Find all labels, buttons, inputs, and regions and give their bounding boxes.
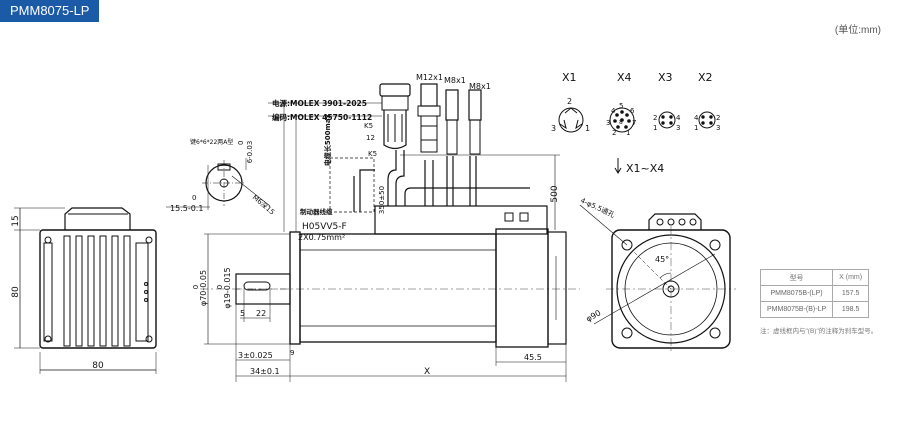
spec-encoder: 编码:MOLEX 45750-1112 <box>272 112 372 122</box>
brake-cable-label: 制动器线缆 <box>300 207 333 216</box>
pcd-label: φ90 <box>585 308 603 324</box>
x2-label: X2 <box>698 71 713 84</box>
table-cell-x: 157.5 <box>832 285 870 302</box>
dim-350: 350±50 <box>378 186 386 214</box>
cable-length-label: 电缆长500max <box>323 113 332 166</box>
table-row: PMM8075B-(LP) 157.5 <box>759 285 870 302</box>
dim-k5-b: K5 <box>368 150 377 158</box>
dim-flange-dia-zero: 0 <box>192 285 200 289</box>
dim-12: 12 <box>366 134 375 142</box>
bolt-hole-label: 4-φ5.5通孔 <box>579 196 616 220</box>
x2-pin-2: 2 <box>716 114 720 122</box>
conn-m8a-label: M8x1 <box>444 76 466 85</box>
cable-type-1: H05VV5-F <box>302 222 347 232</box>
x4-pin-3: 3 <box>606 119 610 127</box>
x2-pin-1: 1 <box>694 124 698 132</box>
x1-pin-3: 1 <box>585 124 590 133</box>
x3-pin-2: 2 <box>653 114 657 122</box>
x4-pin-8: 8 <box>619 119 623 126</box>
spec-power: 电源:MOLEX 3901-2025 <box>272 98 367 108</box>
shaft-section <box>166 158 271 210</box>
dim-rear-top: 15 <box>11 215 21 226</box>
x3-pin-3: 3 <box>676 124 680 132</box>
table-header-x: X (mm) <box>832 269 870 286</box>
dim-key-height: 15.5-0.1 <box>170 204 203 213</box>
dim-34: 34±0.1 <box>250 367 280 376</box>
dim-x: X <box>424 367 430 377</box>
dim-rear-height: 80 <box>11 286 21 298</box>
x4-pin-6: 6 <box>630 107 635 115</box>
table-cell-x: 198.5 <box>832 301 870 318</box>
thread-label: M6深15 <box>251 193 277 217</box>
dim-rear-width: 80 <box>92 361 104 371</box>
x3-label: X3 <box>658 71 673 84</box>
table-cell-model: PMM8075B-(B)-LP <box>759 301 834 318</box>
x4-pin-5: 5 <box>619 102 623 110</box>
connector-pinouts <box>558 107 716 174</box>
dim-key-zero: 0 <box>237 141 245 145</box>
dim-5: 5 <box>240 309 245 318</box>
x4-pin-7: 7 <box>632 119 636 127</box>
side-view <box>200 83 580 382</box>
x2-pin-4: 4 <box>694 114 699 122</box>
spec-note: 注：虚线框内与"(B)"的注释为刹车型号。 <box>760 328 878 335</box>
product-title: PMM8075-LP <box>0 0 100 22</box>
x4-pin-2: 2 <box>612 129 616 137</box>
table-cell-model: PMM8075B-(LP) <box>759 285 834 302</box>
unit-label: (单位:mm) <box>834 25 881 36</box>
dim-key-height-zero: 0 <box>192 194 196 202</box>
dim-k5-a: K5 <box>364 122 373 130</box>
conn-m8b-label: M8x1 <box>469 82 491 91</box>
key-label: 键6*6*22两A型 <box>190 138 233 146</box>
dim-shaft-dia-zero: 0 <box>216 285 224 289</box>
x4-pin-1: 1 <box>626 129 630 137</box>
table-header-row: 型号 X (mm) <box>759 269 870 286</box>
conn-m12-label: M12x1 <box>416 73 443 82</box>
dim-9: 9 <box>290 349 294 357</box>
front-view <box>579 204 736 352</box>
angle-label: 45° <box>655 255 669 264</box>
dim-22: 22 <box>256 309 266 318</box>
dim-45-5: 45.5 <box>524 353 542 362</box>
spec-table: 型号 X (mm) PMM8075B-(LP) 157.5 PMM8075B-(… <box>759 269 870 318</box>
cable-type-2: 2X0.75mm² <box>298 233 345 242</box>
dim-shaft-dia: φ19-0.015 <box>223 267 232 308</box>
x1-pin-2: 3 <box>551 124 556 133</box>
x3-pin-4: 4 <box>676 114 681 122</box>
dim-flange-dia: φ70-0.05 <box>199 270 208 306</box>
x1-pin-1: 2 <box>567 97 572 106</box>
x3-pin-1: 1 <box>653 124 657 132</box>
rear-view <box>14 207 157 374</box>
x2-pin-3: 3 <box>716 124 720 132</box>
connector-arrow-label: X1~X4 <box>626 162 664 175</box>
x1-label: X1 <box>562 71 577 84</box>
table-row: PMM8075B-(B)-LP 198.5 <box>759 301 870 318</box>
table-header-model: 型号 <box>759 269 834 286</box>
dim-key-depth: 6-0.03 <box>246 141 254 164</box>
dim-500: 500 <box>550 185 560 202</box>
dim-3: 3±0.025 <box>238 351 273 360</box>
x4-label: X4 <box>617 71 632 84</box>
x4-pin-4: 4 <box>611 107 616 115</box>
